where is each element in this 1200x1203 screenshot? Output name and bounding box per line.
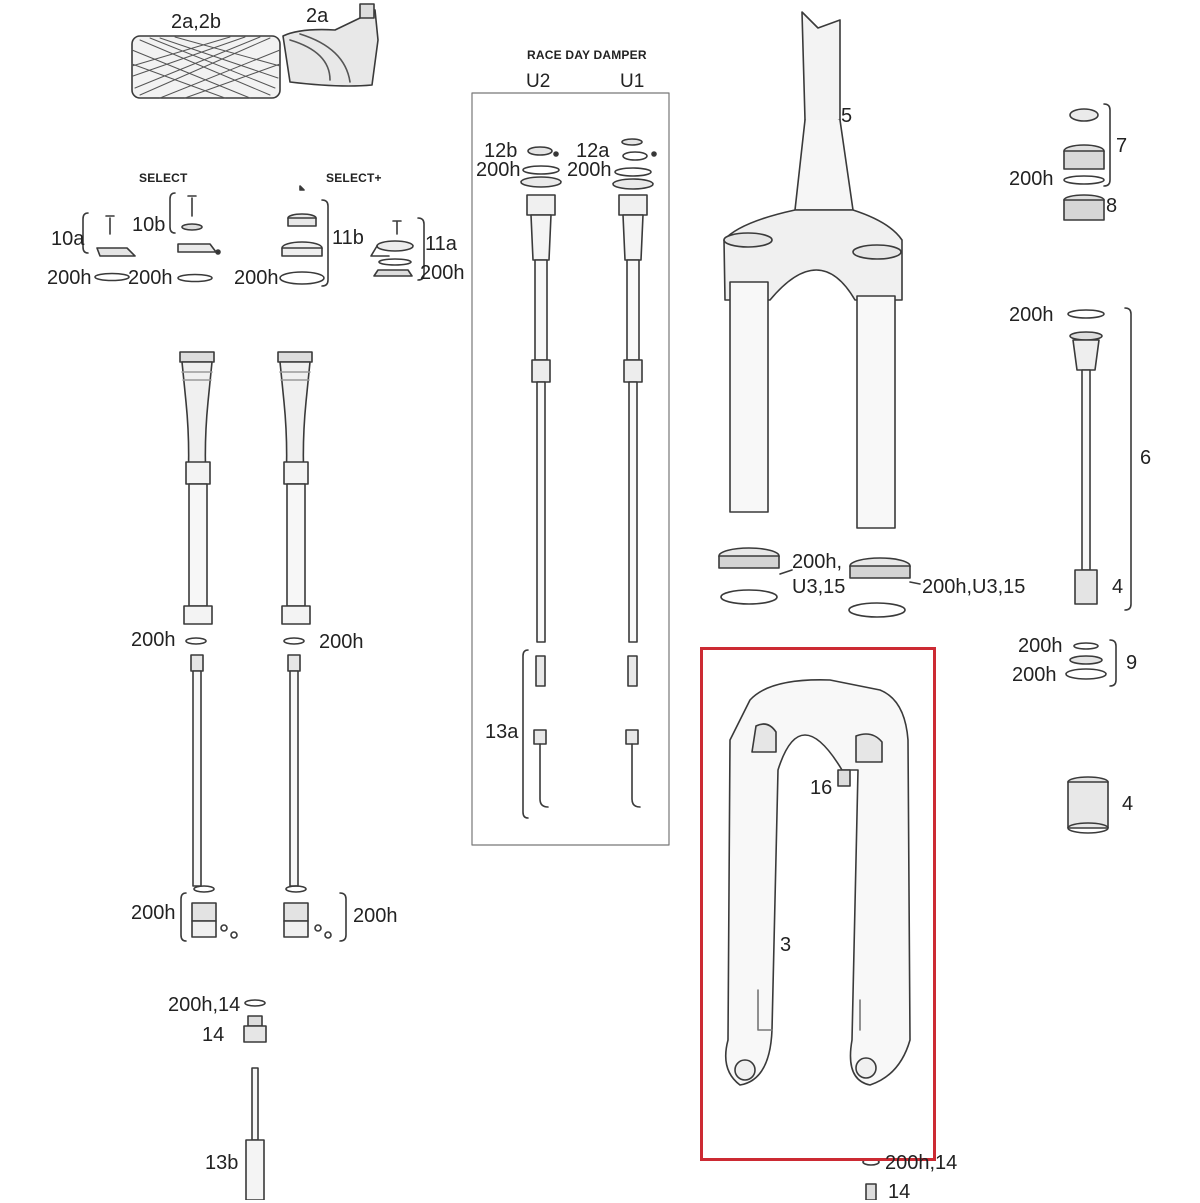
part-label-200h-9-top: 200h bbox=[1018, 635, 1063, 657]
part-label-200h-11a: 200h bbox=[420, 262, 465, 284]
part-label-12b: 12b bbox=[484, 140, 518, 162]
part-label-200h-12a: 200h bbox=[567, 159, 612, 181]
part-label-seal-left-line1: 200h, bbox=[792, 551, 843, 573]
crown-steerer-uppers-part bbox=[723, 11, 903, 529]
lower-legs-part bbox=[724, 679, 911, 1086]
u1-header: U1 bbox=[620, 71, 645, 92]
part-label-13a: 13a bbox=[485, 721, 519, 743]
part-label-200h-9-bottom: 200h bbox=[1012, 664, 1057, 686]
part-label-200h-select-plus: 200h bbox=[234, 267, 279, 289]
select-header: SELECT bbox=[139, 171, 188, 185]
select-plus-header: SELECT+ bbox=[326, 171, 382, 185]
part-label-200h-air-right: 200h bbox=[319, 631, 364, 653]
part-label-seal-right: 200h,U3,15 bbox=[922, 576, 1026, 598]
part-label-11b: 11b bbox=[332, 227, 364, 249]
part-label-200h-10a: 200h bbox=[47, 267, 92, 289]
air-spring-assemblies bbox=[179, 351, 347, 942]
race-day-damper-box bbox=[471, 92, 670, 846]
part-label-200h-6: 200h bbox=[1009, 304, 1054, 326]
u2-header: U2 bbox=[526, 71, 551, 92]
part-label-8: 8 bbox=[1106, 195, 1118, 217]
part-label-200h-14-bottom: 200h,14 bbox=[885, 1152, 958, 1174]
part-label-14-bottom: 14 bbox=[888, 1181, 911, 1203]
part-label-5: 5 bbox=[841, 105, 853, 127]
part-label-14-mid: 14 bbox=[202, 1024, 225, 1046]
select-damper-parts bbox=[82, 192, 221, 283]
part-label-200h-base-right: 200h bbox=[353, 905, 398, 927]
part-label-2a: 2a bbox=[306, 5, 329, 27]
part-label-200h-base-left: 200h bbox=[131, 902, 176, 924]
part-label-6: 6 bbox=[1140, 447, 1152, 469]
part-label-200h-14-top: 200h,14 bbox=[168, 994, 241, 1016]
part-label-12a: 12a bbox=[576, 140, 610, 162]
part-label-13b: 13b bbox=[205, 1152, 239, 1174]
select-plus-damper-parts bbox=[279, 185, 425, 287]
part-label-4-top: 4 bbox=[1112, 576, 1124, 598]
part-label-200h-7: 200h bbox=[1009, 168, 1054, 190]
part-label-11a: 11a bbox=[425, 233, 457, 255]
part-label-200h-10b: 200h bbox=[128, 267, 173, 289]
part-label-200h-air-left: 200h bbox=[131, 629, 176, 651]
part-label-2a-2b: 2a,2b bbox=[171, 11, 222, 33]
race-day-damper-header: RACE DAY DAMPER bbox=[527, 48, 647, 62]
part-label-10a: 10a bbox=[51, 228, 85, 250]
bottom-bolts-and-shaft bbox=[243, 999, 880, 1200]
seal-kit-parts bbox=[718, 547, 921, 618]
highlight-box-lower-legs bbox=[700, 647, 936, 1161]
part-label-16: 16 bbox=[810, 777, 833, 799]
part-label-4-bottom: 4 bbox=[1122, 793, 1134, 815]
part-label-7: 7 bbox=[1116, 135, 1128, 157]
part-label-200h-12b: 200h bbox=[476, 159, 521, 181]
grip-shifter-part bbox=[131, 3, 379, 99]
right-column-parts bbox=[1063, 103, 1132, 834]
part-label-9: 9 bbox=[1126, 652, 1138, 674]
part-label-10b: 10b bbox=[132, 214, 166, 236]
part-label-3: 3 bbox=[780, 934, 792, 956]
part-label-seal-left-line2: U3,15 bbox=[792, 576, 846, 598]
